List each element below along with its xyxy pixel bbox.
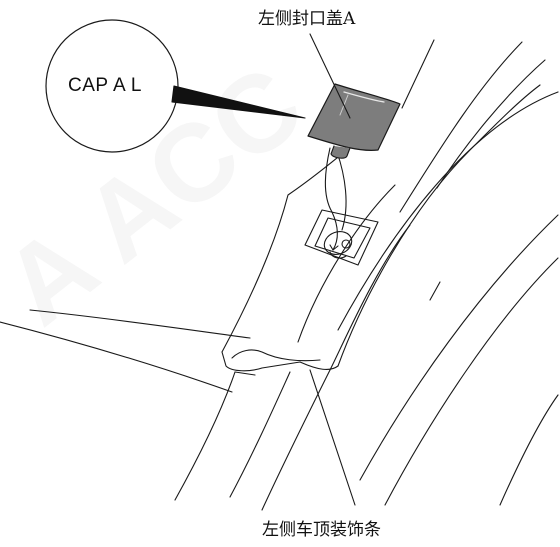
leader-lines (309, 33, 356, 506)
cap-callout (45, 19, 306, 153)
roof-headliner-lines (0, 309, 251, 393)
cap-label-top: 左侧封口盖A (258, 9, 356, 29)
tether-string (324, 147, 347, 251)
end-cap-a (307, 83, 401, 159)
trim-label-bottom: 左侧车顶装饰条 (262, 520, 381, 540)
body-pillar-lines (337, 39, 559, 506)
cap-recess (304, 209, 379, 266)
cap-part-code: CAP A L (68, 75, 142, 96)
roof-trim-strip (174, 84, 541, 511)
